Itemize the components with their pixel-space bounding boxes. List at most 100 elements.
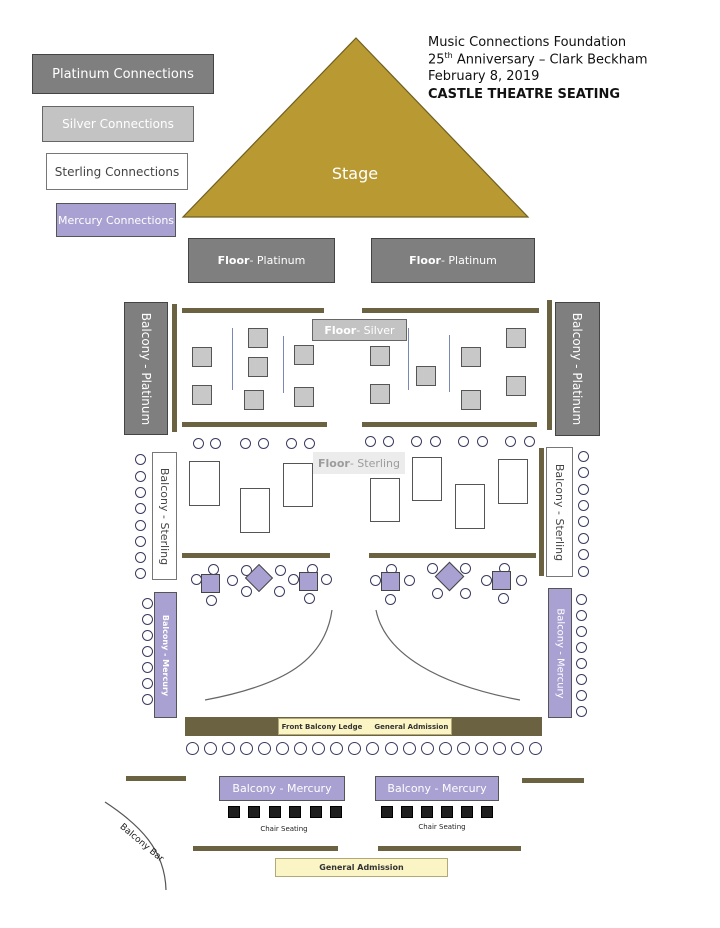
general-admission-lower: General Admission — [275, 858, 448, 877]
table — [201, 574, 220, 593]
event-date: February 8, 2019 — [428, 69, 540, 84]
rail — [378, 846, 521, 851]
legend-silver: Silver Connections — [42, 106, 194, 142]
event-title: 25th Anniversary – Clark Beckham — [428, 51, 648, 68]
rail — [362, 422, 537, 427]
table — [370, 346, 390, 366]
chair — [441, 806, 453, 818]
rail — [547, 300, 552, 430]
seat — [288, 574, 299, 585]
seat — [275, 565, 286, 576]
rail — [362, 308, 539, 313]
table — [283, 463, 313, 507]
seat — [135, 536, 146, 547]
seat — [404, 575, 415, 586]
balcony-mercury-lower-left: Balcony - Mercury — [219, 776, 345, 801]
seat — [294, 742, 308, 755]
rail — [522, 778, 584, 783]
stage-shape — [181, 37, 530, 218]
seat — [516, 575, 527, 586]
balcony-platinum-left: Balcony - Platinum — [124, 302, 168, 435]
rail — [369, 553, 536, 558]
table — [506, 376, 526, 396]
seat — [186, 742, 199, 755]
balcony-sterling-left: Balcony - Sterling — [152, 452, 177, 580]
chair — [248, 806, 261, 818]
seat — [366, 742, 380, 755]
ledge-seat-row — [186, 742, 542, 755]
table — [370, 478, 400, 522]
legend-mercury: Mercury Connections — [56, 203, 176, 237]
balcony-platinum-right: Balcony - Platinum — [555, 302, 600, 436]
chair-row-left — [228, 806, 342, 818]
seat — [135, 471, 146, 482]
seat — [460, 588, 471, 599]
page-title: CASTLE THEATRE SEATING — [428, 87, 621, 102]
legend-platinum: Platinum Connections — [32, 54, 214, 94]
seat — [578, 467, 589, 478]
seat — [505, 436, 516, 447]
rail — [182, 422, 327, 427]
seat — [578, 500, 589, 511]
floor-sterling-label: Floor - Sterling — [313, 452, 405, 474]
seat — [430, 436, 441, 447]
seat — [135, 487, 146, 498]
stage: Stage — [181, 37, 530, 218]
seat — [528, 742, 542, 755]
seat — [142, 614, 153, 625]
table — [506, 328, 526, 348]
aisle-curve-right — [375, 609, 521, 701]
seat — [576, 642, 587, 653]
seat — [142, 598, 153, 609]
chair — [481, 806, 493, 818]
floor-platinum-left: Floor - Platinum — [188, 238, 335, 283]
table — [455, 484, 485, 529]
balcony-sterling-right: Balcony - Sterling — [546, 447, 573, 577]
balcony-mercury-left: Balcony - Mercury — [154, 592, 177, 718]
seat — [578, 451, 589, 462]
divider — [408, 328, 409, 390]
seat — [135, 520, 146, 531]
seat — [258, 742, 272, 755]
seat — [576, 658, 587, 669]
chair — [329, 806, 342, 818]
seat — [312, 742, 326, 755]
aisle-curves — [204, 609, 521, 701]
seat — [384, 742, 398, 755]
seat — [348, 742, 362, 755]
seat — [142, 630, 153, 641]
stage-label: Stage — [332, 164, 378, 183]
seat — [240, 438, 251, 449]
seat — [524, 436, 535, 447]
table — [240, 488, 270, 533]
seat — [142, 678, 153, 689]
table — [294, 345, 314, 365]
chair — [289, 806, 302, 818]
seat — [365, 436, 376, 447]
seat — [578, 549, 589, 560]
seat — [135, 552, 146, 563]
chair — [228, 806, 240, 818]
table — [248, 328, 268, 348]
seat — [304, 593, 315, 604]
seat — [492, 742, 506, 755]
chair-seating-label-left: Chair Seating — [260, 825, 308, 833]
seat — [304, 438, 315, 449]
floor-silver-label: Floor - Silver — [312, 319, 407, 341]
table — [416, 366, 436, 386]
seat — [370, 575, 381, 586]
seat — [458, 436, 469, 447]
rail — [172, 304, 177, 432]
divider — [449, 335, 450, 392]
seat — [142, 646, 153, 657]
table — [461, 390, 481, 410]
seat — [576, 610, 587, 621]
seat — [142, 694, 153, 705]
seat — [576, 690, 587, 701]
chair — [461, 806, 473, 818]
chair-row-right — [381, 806, 493, 818]
floor-platinum-right: Floor - Platinum — [371, 238, 535, 283]
table — [381, 572, 400, 591]
seat — [510, 742, 524, 755]
